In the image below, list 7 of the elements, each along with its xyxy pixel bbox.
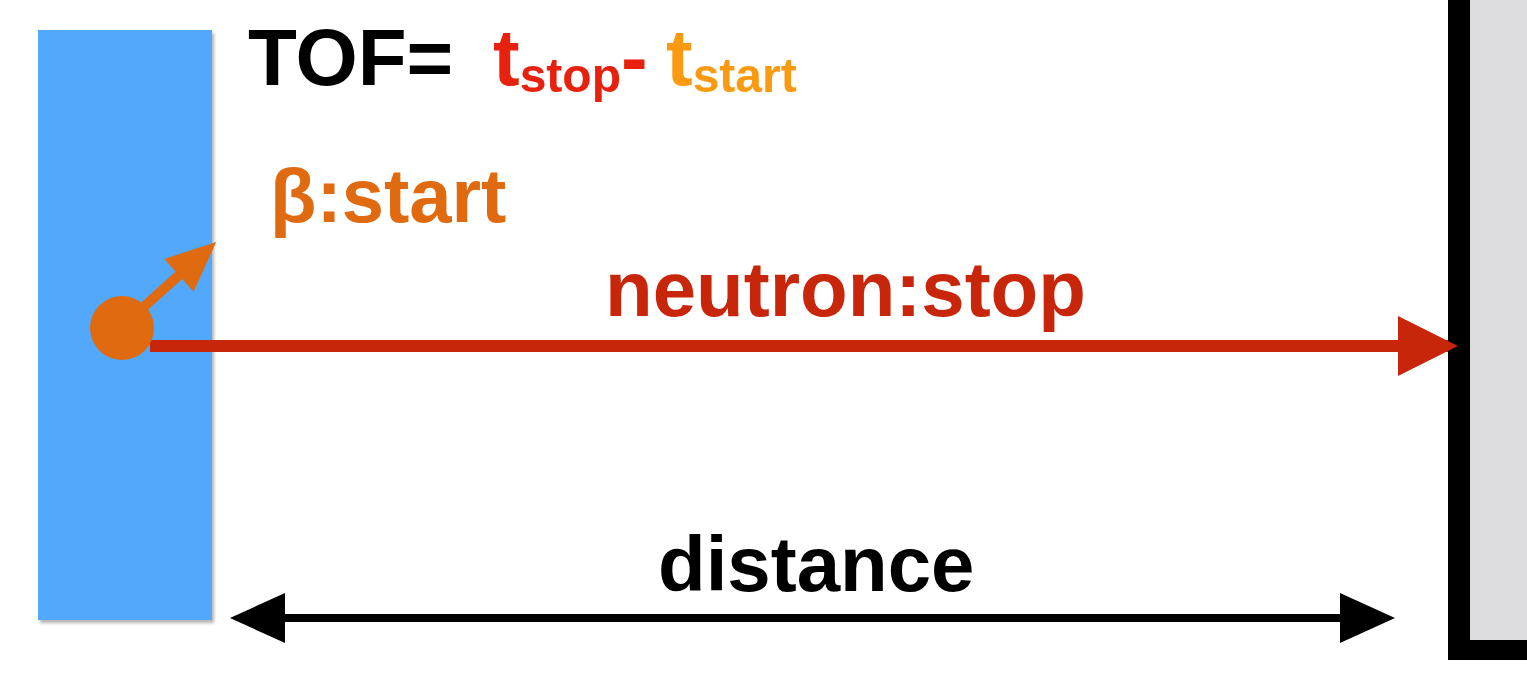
detector-bar [38,30,212,620]
formula-text: TOF= [248,18,454,98]
formula-text: t$_{start}$ [666,18,797,101]
source-circle [90,296,154,360]
detector-wall [1448,0,1527,660]
distance-label: distance [658,525,975,603]
formula-text: t$_{stop}$- [493,18,648,101]
